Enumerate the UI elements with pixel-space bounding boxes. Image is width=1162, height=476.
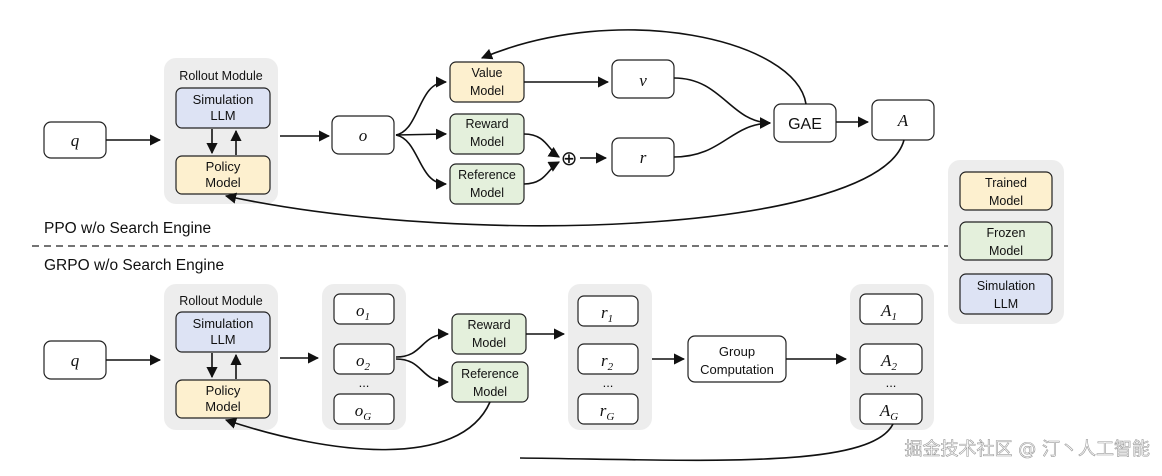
grpo-reward-2-label: r2 [601, 351, 614, 373]
ppo-reference-to-plus-arrow [523, 161, 560, 185]
watermark: 掘金技术社区 @ 汀丶人工智能 [905, 439, 1150, 460]
grpo-reward-l2: Model [472, 336, 506, 350]
ppo-reference-l2: Model [470, 186, 504, 200]
ppo-simulation-llm-box [175, 87, 271, 129]
ppo-reward-l1: Reward [465, 117, 508, 131]
ppo-gae-to-value-feedback-arrow [480, 29, 807, 105]
grpo-reward-2-box [577, 343, 639, 375]
grpo-advantages-ellipsis: ... [886, 375, 897, 390]
ppo-value-l2: Model [470, 84, 504, 98]
ppo-simulation-l2: LLM [210, 108, 235, 123]
grpo-output-1-box [333, 293, 395, 325]
ppo-output-label: o [359, 126, 368, 145]
ppo-o-to-reward-arrow [395, 128, 448, 140]
ppo-v-to-gae-arrow [673, 77, 772, 129]
ppo-o-to-value-arrow [395, 76, 448, 136]
grpo-reward-l1: Reward [467, 318, 510, 332]
grpo-query-label: q [71, 351, 80, 370]
legend-trained-box [959, 171, 1053, 211]
ppo-v-box [611, 59, 675, 99]
grpo-reward-1-box [577, 295, 639, 327]
grpo-output-g-box [333, 393, 395, 425]
ppo-advantage-label: A [897, 111, 909, 130]
grpo-adv-2-label: A2 [880, 351, 897, 373]
legend-trained-l1: Trained [985, 176, 1027, 190]
grpo-reference-l1: Reference [461, 367, 519, 381]
grpo-adv-1-box [859, 293, 923, 325]
legend-frozen-box [959, 221, 1053, 261]
ppo-reward-to-plus-arrow [523, 133, 560, 158]
ppo-policy-model-box [175, 155, 271, 195]
ppo-gae-box [773, 103, 837, 143]
legend-simulation-l2: LLM [994, 297, 1018, 311]
grpo-output-2-label: o2 [356, 351, 371, 373]
grpo-rollout-title: Rollout Module [179, 294, 262, 308]
grpo-output-g-label: oG [355, 401, 372, 423]
ppo-policy-l2: Model [205, 175, 241, 190]
ppo-simulation-l1: Simulation [193, 92, 254, 107]
grpo-section-label: GRPO w/o Search Engine [44, 257, 224, 274]
grpo-group-l1: Group [719, 344, 755, 359]
grpo-reward-1-label: r1 [601, 303, 613, 325]
grpo-outputs-to-reward-arrow [395, 328, 450, 358]
legend-trained-l2: Model [989, 194, 1023, 208]
grpo-adv-g-box [859, 393, 923, 425]
ppo-rollout-title: Rollout Module [179, 69, 262, 83]
ppo-reward-l2: Model [470, 135, 504, 149]
ppo-advantage-box [871, 99, 935, 141]
grpo-outputs-ellipsis: ... [359, 375, 370, 390]
grpo-reference-to-policy-feedback-arrow [224, 401, 491, 451]
ppo-a-to-policy-feedback-arrow [224, 139, 905, 227]
grpo-reward-g-label: rG [600, 401, 615, 423]
grpo-adv-2-box [859, 343, 923, 375]
ppo-section-label: PPO w/o Search Engine [44, 220, 211, 237]
grpo-simulation-llm-box [175, 311, 271, 353]
grpo-adv-1-label: A1 [880, 301, 897, 323]
grpo-reference-l2: Model [473, 385, 507, 399]
ppo-r-label: r [640, 148, 647, 167]
grpo-outputs-to-reference-arrow [395, 358, 450, 388]
grpo-policy-l1: Policy [206, 383, 241, 398]
ppo-r-to-gae-arrow [673, 117, 772, 158]
grpo-adv-g-label: AG [879, 401, 898, 423]
ppo-plus-symbol: ⊕ [561, 146, 578, 170]
legend-simulation-box [959, 273, 1053, 315]
grpo-output-2-box [333, 343, 395, 375]
ppo-gae-label: GAE [788, 116, 822, 133]
ppo-v-label: v [639, 71, 647, 90]
ppo-query-label: q [71, 131, 80, 150]
ppo-reference-l1: Reference [458, 168, 516, 182]
ppo-o-to-reference-arrow [395, 134, 448, 190]
grpo-advantages-to-policy-feedback-line [519, 423, 894, 462]
legend-simulation-l1: Simulation [977, 279, 1035, 293]
grpo-rewards-ellipsis: ... [603, 375, 614, 390]
ppo-policy-l1: Policy [206, 159, 241, 174]
grpo-group-l2: Computation [700, 362, 774, 377]
ppo-value-l1: Value [471, 66, 502, 80]
ppo-output-box [331, 115, 395, 155]
legend-frozen-l2: Model [989, 244, 1023, 258]
grpo-output-1-label: o1 [356, 301, 370, 323]
grpo-policy-model-box [175, 379, 271, 419]
grpo-policy-l2: Model [205, 399, 241, 414]
grpo-simulation-l1: Simulation [193, 316, 254, 331]
grpo-reward-g-box [577, 393, 639, 425]
grpo-simulation-l2: LLM [210, 332, 235, 347]
legend-frozen-l1: Frozen [987, 226, 1026, 240]
